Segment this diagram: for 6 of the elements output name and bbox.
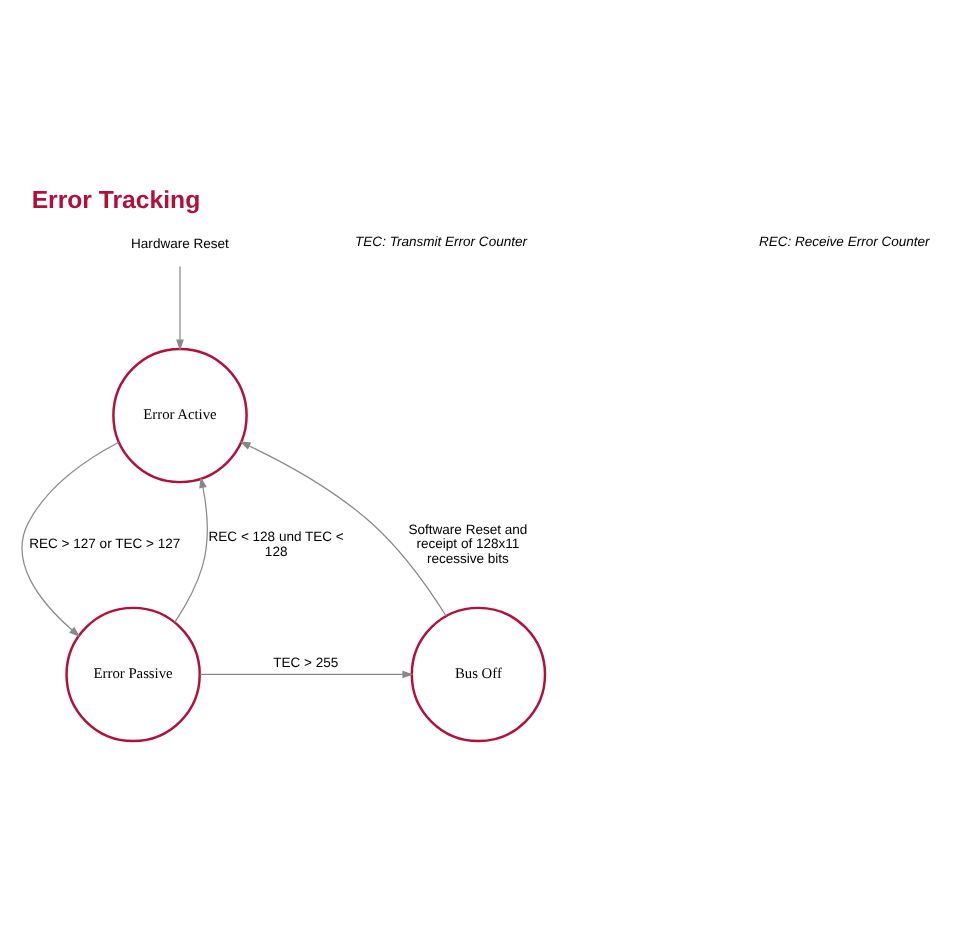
arrow [199,670,414,679]
arrow [174,476,208,623]
arrow [176,265,184,351]
arrow [239,441,447,617]
diagram-title: Error Tracking [31,186,201,215]
arrow [21,441,120,637]
